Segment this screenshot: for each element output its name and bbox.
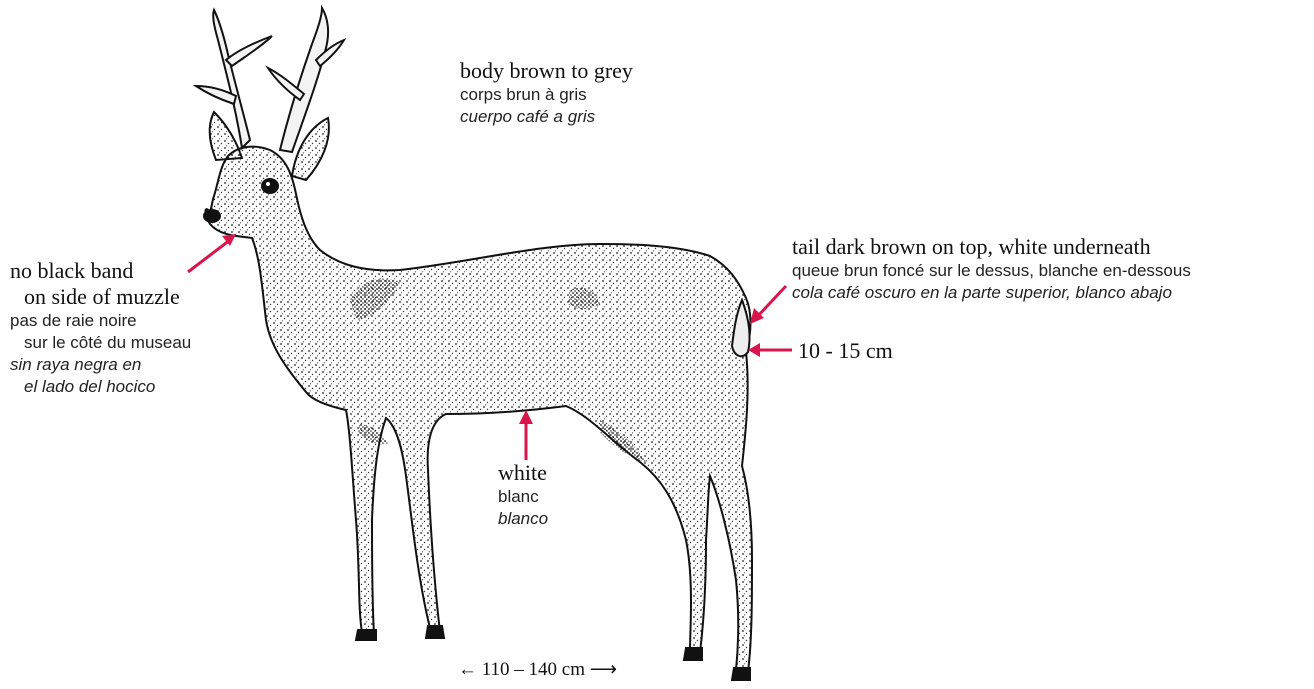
deer-body [204,112,752,680]
belly-es: blanco [498,508,548,530]
body-color-label: body brown to grey corps brun à gris cue… [460,58,633,128]
muzzle-es-line1: sin raya negra en [10,354,191,376]
body-color-fr: corps brun à gris [460,84,633,106]
tail-label: tail dark brown on top, white underneath… [792,234,1191,304]
body-length-measurement: ← 110 – 140 cm ⟶ [458,658,617,681]
muzzle-arrow [188,234,236,272]
tail-length-arrow [748,343,792,357]
belly-en: white [498,460,548,486]
belly-label: white blanc blanco [498,460,548,530]
right-arrow-icon: ⟶ [590,659,617,680]
body-length-value: 110 – 140 cm [482,659,585,680]
tail-arrow [750,286,786,324]
tail-fr: queue brun foncé sur le dessus, blanche … [792,260,1191,282]
tail-en: tail dark brown on top, white underneath [792,234,1191,260]
muzzle-es-line2: el lado del hocico [10,376,191,398]
muzzle-label: no black band on side of muzzle pas de r… [10,258,191,398]
muzzle-fr-line1: pas de raie noire [10,310,191,332]
tail-length-measurement: 10 - 15 cm [798,338,893,364]
muzzle-fr-line2: sur le côté du museau [10,332,191,354]
body-color-es: cuerpo café a gris [460,106,633,128]
belly-fr: blanc [498,486,548,508]
belly-arrow [519,410,533,460]
body-color-en: body brown to grey [460,58,633,84]
tail-es: cola café oscuro en la parte superior, b… [792,282,1191,304]
left-arrow-icon: ← [458,659,477,680]
muzzle-en-line2: on side of muzzle [10,284,191,310]
muzzle-en-line1: no black band [10,258,191,284]
